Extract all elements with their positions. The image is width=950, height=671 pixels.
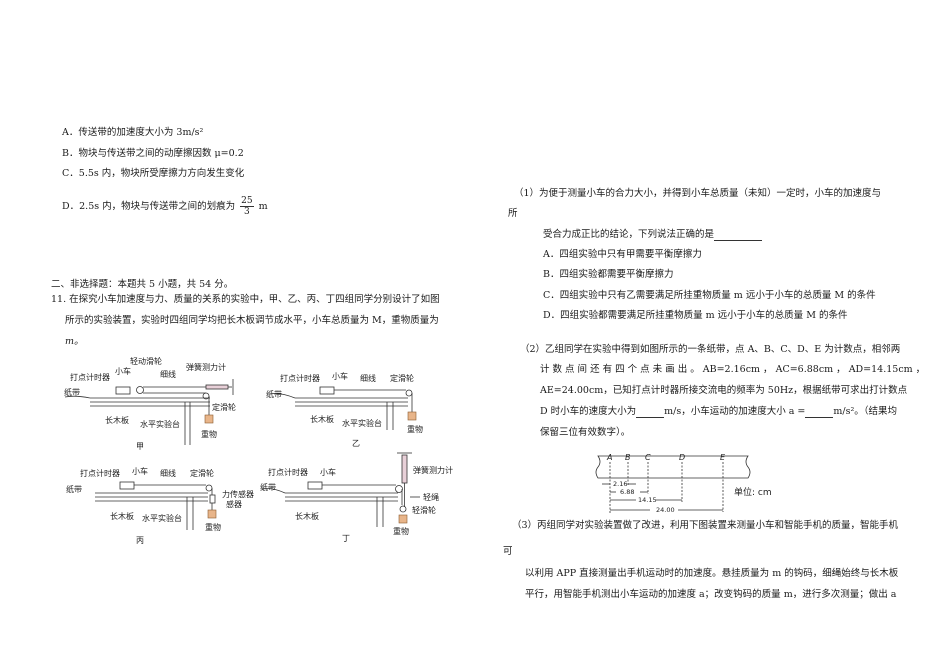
figure-bing: 打点计时器 小车 细线 定滑轮 纸带 力传感器 感器 长木板 水平实验台 重物 …	[60, 455, 260, 550]
svg-text:打点计时器: 打点计时器	[80, 468, 120, 478]
q11-line-1: 11. 在探究小车加速度与力、质量的关系的实验中，甲、乙、丙、丁四组同学分别设计…	[51, 294, 440, 305]
svg-text:细线: 细线	[360, 373, 376, 383]
svg-text:小车: 小车	[332, 371, 348, 381]
svg-text:2.16: 2.16	[613, 480, 627, 488]
q11-1-line-1b: 所	[508, 208, 518, 219]
q11-1-line-2: 受合力成正比的结论，下列说法正确的是	[543, 229, 763, 241]
q11-line-2: 所示的实验装置，实验时四组同学均把长木板调节成水平，小车总质量为 M，重物质量为	[65, 315, 439, 326]
svg-text:小车: 小车	[132, 466, 148, 476]
q11-3-line-3: 平行，用智能手机测出小车运动的加速度 a；改变钩码的质量 m，进行多次测量；做出…	[525, 589, 897, 600]
q11-2-line-3: AE=24.00cm，已知打点计时器所接交流电的频率为 50Hz，根据纸带可求出…	[540, 385, 908, 396]
answer-blank-q1[interactable]	[714, 230, 763, 241]
q11-3-line-1b: 可	[503, 546, 513, 557]
q11-2-line-2: 计 数 点 间 还 有 四 个 点 未 画 出 。 AB=2.16cm ， AC…	[540, 364, 926, 375]
svg-text:D: D	[679, 453, 685, 462]
q11-2-line-5: 保留三位有效数字）。	[540, 427, 631, 438]
svg-text:6.88: 6.88	[620, 488, 634, 496]
svg-text:小车: 小车	[320, 467, 336, 477]
svg-text:力传感器: 力传感器	[222, 489, 254, 499]
svg-text:打点计时器: 打点计时器	[268, 467, 308, 477]
svg-text:A: A	[606, 453, 612, 462]
q11-3-line-1: （3）丙组同学对实验装置做了改进，利用下图装置来测量小车和智能手机的质量，智能手…	[512, 520, 899, 531]
q10-option-b: B．物块与传送带之间的动摩擦因数 μ=0.2	[62, 148, 244, 159]
q11-3-line-2: 以利用 APP 直接测量出手机运动时的加速度。悬挂质量为 m 的钩码，细绳始终与…	[525, 568, 899, 579]
svg-text:纸带: 纸带	[66, 484, 82, 494]
svg-text:感器: 感器	[226, 499, 242, 509]
answer-blank-velocity[interactable]	[636, 407, 665, 418]
svg-text:纸带: 纸带	[266, 389, 282, 399]
apparatus-bing-diagram: 打点计时器 小车 细线 定滑轮 纸带 力传感器 感器 长木板 水平实验台 重物 …	[66, 466, 254, 545]
svg-text:乙: 乙	[352, 439, 360, 448]
svg-text:C: C	[645, 453, 651, 462]
apparatus-ding-diagram: 弹簧测力计 打点计时器 小车 纸带 轻绳 轻滑轮 长木板 重物 丁	[260, 452, 453, 543]
svg-text:纸带: 纸带	[260, 482, 276, 492]
q11-1-line-1: （1）为便于测量小车的合力大小，并得到小车总质量（未知）一定时，小车的加速度与	[514, 188, 882, 199]
svg-text:长木板: 长木板	[295, 511, 319, 521]
svg-text:长木板: 长木板	[310, 414, 334, 424]
q11-1-option-a: A．四组实验中只有甲需要平衡摩擦力	[543, 249, 702, 260]
svg-text:打点计时器: 打点计时器	[70, 372, 110, 382]
svg-text:弹簧测力计: 弹簧测力计	[413, 465, 453, 475]
svg-text:丙: 丙	[136, 536, 144, 545]
svg-text:水平实验台: 水平实验台	[140, 419, 180, 429]
svg-text:细线: 细线	[160, 468, 176, 478]
svg-text:轻滑轮: 轻滑轮	[412, 505, 436, 515]
paper-tape-figure: A B C D E 2.16 6.88 14.15 24.00 单位: cm	[590, 450, 790, 518]
q11-2-line-1: （2）乙组同学在实验中得到如图所示的一条纸带，点 A、B、C、D、E 为计数点，…	[520, 344, 901, 355]
svg-text:24.00: 24.00	[656, 506, 675, 514]
svg-text:E: E	[720, 453, 726, 462]
svg-text:轻绳: 轻绳	[423, 492, 439, 502]
figure-yi: 打点计时器 小车 细线 定滑轮 纸带 长木板 水平实验台 重物 乙	[260, 360, 460, 455]
svg-text:弹簧测力计: 弹簧测力计	[186, 362, 226, 372]
paper-tape-diagram: A B C D E 2.16 6.88 14.15 24.00 单位: cm	[595, 453, 772, 514]
q11-1-option-d: D．四组实验都需要满足所挂重物质量 m 远小于小车的总质量 M 的条件	[543, 310, 848, 321]
q10-option-c: C．5.5s 内，物块所受摩擦力方向发生变化	[62, 168, 245, 179]
weight-block	[207, 509, 217, 519]
svg-text:水平实验台: 水平实验台	[342, 418, 382, 428]
svg-text:单位: cm: 单位: cm	[734, 486, 772, 498]
svg-text:长木板: 长木板	[105, 415, 129, 425]
weight-block	[204, 414, 214, 424]
svg-text:14.15: 14.15	[638, 496, 657, 504]
svg-text:轻动滑轮: 轻动滑轮	[130, 356, 162, 366]
apparatus-jia-diagram: 轻动滑轮 小车 打点计时器 细线 弹簧测力计 纸带 定滑轮 长木板 水平实验台 …	[64, 356, 236, 451]
svg-text:水平实验台: 水平实验台	[142, 513, 182, 523]
apparatus-yi-diagram: 打点计时器 小车 细线 定滑轮 纸带 长木板 水平实验台 重物 乙	[266, 371, 423, 448]
figure-ding: 弹簧测力计 打点计时器 小车 纸带 轻绳 轻滑轮 长木板 重物 丁	[260, 445, 480, 550]
q11-line-3: m。	[65, 336, 84, 347]
svg-text:打点计时器: 打点计时器	[280, 373, 320, 383]
svg-text:定滑轮: 定滑轮	[390, 373, 414, 383]
figure-jia: 轻动滑轮 小车 打点计时器 细线 弹簧测力计 纸带 定滑轮 长木板 水平实验台 …	[60, 355, 260, 455]
svg-text:长木板: 长木板	[110, 511, 134, 521]
svg-text:重物: 重物	[205, 522, 221, 532]
svg-text:定滑轮: 定滑轮	[190, 468, 214, 478]
weight-block	[407, 411, 417, 421]
svg-text:重物: 重物	[201, 429, 217, 439]
svg-text:B: B	[625, 453, 631, 462]
svg-text:定滑轮: 定滑轮	[212, 402, 236, 412]
svg-text:重物: 重物	[393, 526, 409, 536]
q11-1-option-b: B．四组实验都需要平衡摩擦力	[543, 269, 674, 280]
svg-text:纸带: 纸带	[64, 387, 80, 397]
svg-text:细线: 细线	[160, 369, 176, 379]
q10-option-a: A．传送带的加速度大小为 3m/s²	[62, 127, 204, 138]
svg-text:小车: 小车	[115, 366, 131, 376]
q11-1-option-c: C．四组实验中只有乙需要满足所挂重物质量 m 远小于小车的总质量 M 的条件	[543, 290, 876, 301]
svg-text:重物: 重物	[407, 424, 423, 434]
svg-text:甲: 甲	[136, 442, 144, 451]
section-heading: 二、非选择题：本题共 5 小题，共 54 分。	[51, 279, 234, 290]
answer-blank-acceleration[interactable]	[805, 407, 834, 418]
svg-text:丁: 丁	[342, 534, 350, 543]
weight-block	[398, 514, 408, 524]
